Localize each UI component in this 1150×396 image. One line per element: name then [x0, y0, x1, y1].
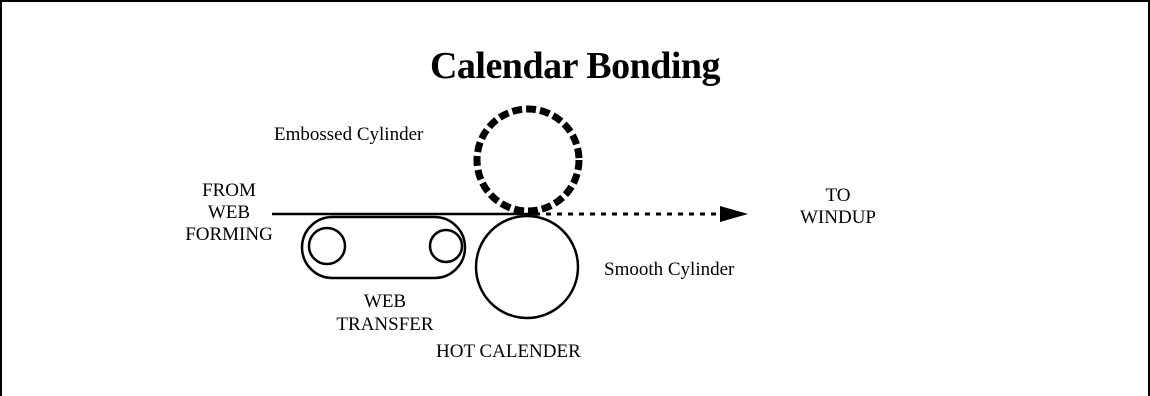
to-windup-label-line1: TO [825, 185, 851, 206]
embossed-cylinder-label: Embossed Cylinder [274, 124, 424, 145]
from-web-forming-label-line1: FROM [202, 180, 256, 201]
web-transfer-roller-left [307, 226, 347, 266]
web-transfer-label-line1: WEB [363, 291, 407, 312]
embossed-cylinder [473, 105, 583, 215]
web-transfer-roller-right [428, 228, 464, 264]
web-direction-arrowhead [720, 206, 748, 222]
to-windup-label-line2: WINDUP [800, 207, 876, 228]
smooth-cylinder [474, 214, 580, 320]
hot-calender-label: HOT CALENDER [436, 341, 581, 362]
from-web-forming-label-line2: WEB [207, 202, 251, 223]
from-web-forming-label-line3: FORMING [185, 224, 273, 245]
web-transfer-label-line2: TRANSFER [336, 314, 434, 335]
diagram-title: Calendar Bonding [429, 45, 721, 87]
smooth-cylinder-label: Smooth Cylinder [604, 259, 735, 280]
web-transfer-belt [300, 215, 467, 280]
